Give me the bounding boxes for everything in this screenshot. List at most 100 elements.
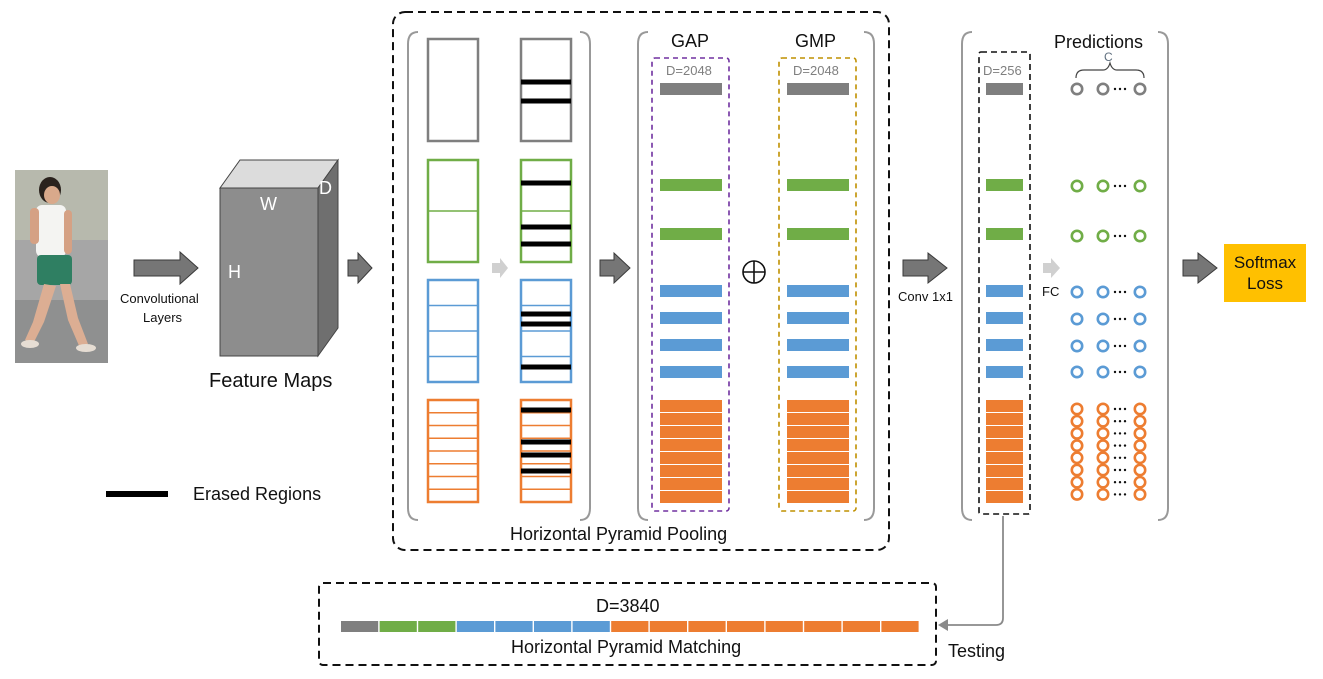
gap-feature-bar [660, 285, 722, 297]
prediction-node-icon [1133, 475, 1147, 489]
prediction-node-icon [1070, 365, 1084, 379]
gap-feature-bar [660, 400, 722, 412]
gmp-feature-bar [787, 228, 849, 240]
gap-feature-bar [660, 465, 722, 477]
hpp-dashed-box [392, 11, 890, 551]
gap-feature-bar [660, 452, 722, 464]
ellipsis-dot [1113, 493, 1117, 496]
ellipsis-dot [1113, 420, 1117, 423]
prediction-node-icon [1133, 229, 1147, 243]
hpm-vector-segment [611, 621, 649, 632]
ellipsis-dot [1113, 456, 1117, 459]
ellipsis-dot [1113, 370, 1117, 374]
erased-region-bar [521, 452, 571, 458]
conv-feature-bar [986, 439, 1023, 451]
prediction-node-icon [1096, 475, 1110, 489]
ellipsis-dot [1113, 317, 1117, 321]
conv-feature-bar [986, 366, 1023, 378]
hpm-vector-segment [727, 621, 765, 632]
ellipsis-dot [1123, 493, 1127, 496]
gmp-feature-bar [787, 465, 849, 477]
ellipsis-dot [1123, 184, 1127, 188]
gmp-dashed-box [778, 57, 857, 512]
static-layer [15, 11, 1218, 666]
ellipsis-dot [1118, 420, 1122, 423]
erased-region-bar [521, 439, 571, 445]
gap-feature-bar [660, 491, 722, 503]
conv-feature-bar [986, 478, 1023, 490]
prediction-node-icon [1096, 179, 1110, 193]
ellipsis-dot [1123, 444, 1127, 447]
hpm-vector-segment [495, 621, 533, 632]
testing-connector [945, 516, 1004, 626]
erased-region-bar [521, 180, 571, 186]
hpp-label: Horizontal Pyramid Pooling [510, 524, 728, 544]
feature-maps-cube [219, 158, 339, 358]
gmp-feature-bar [787, 439, 849, 451]
erased-region-bar [521, 364, 571, 370]
prediction-node-icon [1070, 426, 1084, 440]
partition-column-box [426, 37, 480, 143]
hpm-vector-segment [456, 621, 494, 632]
prediction-node-icon [1070, 339, 1084, 353]
ellipsis-dot [1123, 420, 1127, 423]
erased-regions-legend-swatch [106, 491, 168, 497]
prediction-node-icon [1133, 463, 1147, 477]
erased-region-bar [521, 311, 571, 317]
prediction-node-icon [1133, 414, 1147, 428]
hpm-dim-label: D=3840 [596, 596, 660, 616]
erased-region-bar [521, 407, 571, 413]
conv-feature-bar [986, 312, 1023, 324]
ellipsis-dot [1123, 481, 1127, 484]
dynamic-layer [341, 37, 1147, 632]
prediction-node-icon [1133, 312, 1147, 326]
oplus-icon [742, 260, 766, 284]
erased-regions-label: Erased Regions [193, 484, 322, 504]
prediction-node-icon [1070, 463, 1084, 477]
prediction-node-icon [1133, 451, 1147, 465]
arrow-icon [133, 250, 1218, 286]
ellipsis-dot [1118, 317, 1122, 321]
ellipsis-dot [1118, 456, 1122, 459]
prediction-node-icon [1096, 339, 1110, 353]
conv-feature-bar [986, 83, 1023, 95]
cube-w-label: W [260, 194, 277, 214]
prediction-node-icon [1070, 285, 1084, 299]
ellipsis-dot [1113, 184, 1117, 188]
prediction-node-icon [1133, 339, 1147, 353]
ellipsis-dot [1123, 370, 1127, 374]
ellipsis-dot [1113, 407, 1117, 411]
erased-region-bar [521, 98, 571, 104]
ellipsis-dot [1118, 468, 1122, 472]
partition-bracket [407, 31, 591, 521]
prediction-node-icon [1096, 285, 1110, 299]
gap-feature-bar [660, 228, 722, 240]
gmp-feature-bar [787, 400, 849, 412]
ellipsis-dot [1123, 456, 1127, 459]
partition-column-box [519, 37, 573, 143]
ellipsis-dot [1118, 493, 1122, 496]
gap-feature-bar [660, 366, 722, 378]
prediction-node-icon [1133, 402, 1147, 416]
small-arrow-icon [492, 258, 1060, 278]
ellipsis-dot [1123, 317, 1127, 321]
gap-feature-bar [660, 426, 722, 438]
conv-feature-bar [986, 413, 1023, 425]
gap-dashed-box [651, 57, 730, 512]
prediction-node-icon [1070, 451, 1084, 465]
ellipsis-dot [1113, 481, 1117, 484]
hpm-vector-segment [534, 621, 572, 632]
prediction-node-icon [1096, 82, 1110, 96]
erased-region-bar [521, 241, 571, 247]
gap-feature-bar [660, 312, 722, 324]
ellipsis-dot [1113, 290, 1117, 294]
prediction-node-icon [1096, 402, 1110, 416]
ellipsis-dot [1118, 87, 1122, 91]
gmp-feature-bar [787, 285, 849, 297]
hpm-vector-segment [418, 621, 456, 632]
predictions-label: Predictions [1054, 32, 1144, 52]
hpm-vector-segment [881, 621, 919, 632]
gap-feature-bar [660, 439, 722, 451]
conv-feature-bar [986, 491, 1023, 503]
hpm-vector-segment [804, 621, 842, 632]
